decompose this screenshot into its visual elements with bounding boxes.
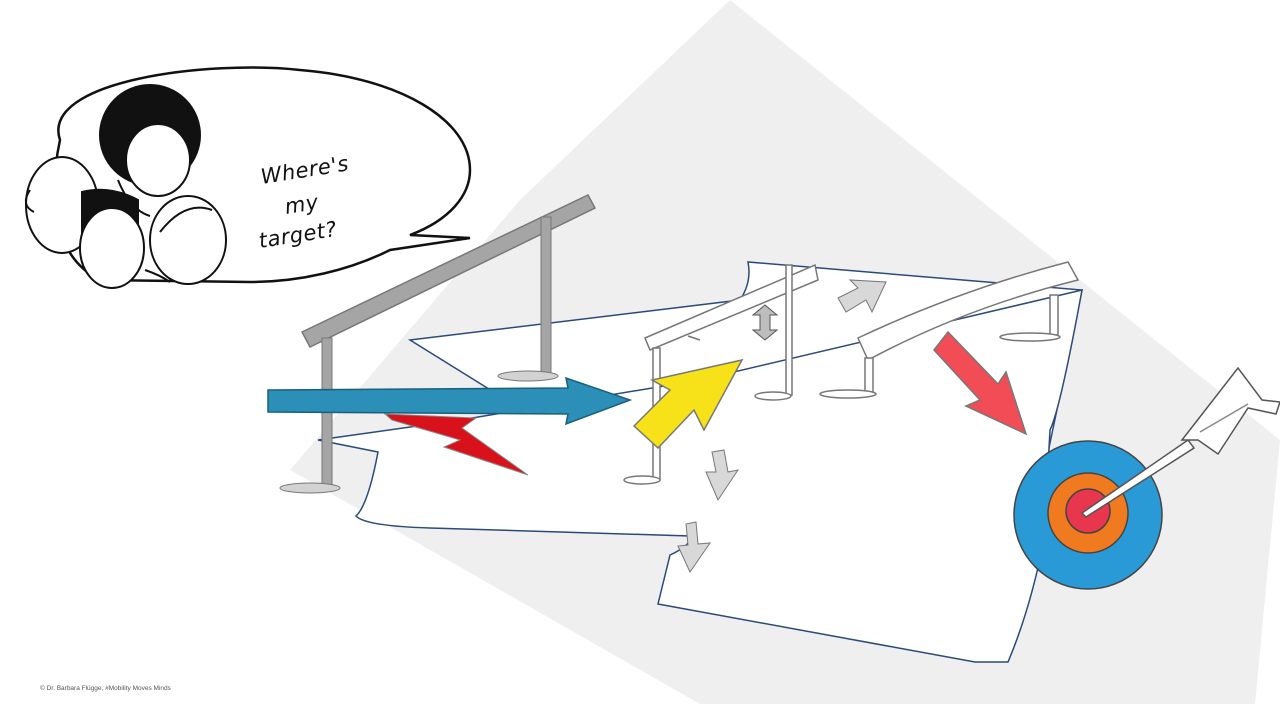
- blue-arrow-icon: [267, 376, 633, 426]
- paper-sheet-front: [317, 289, 1083, 663]
- copyright-footer: © Dr. Barbara Flügge, #Mobility Moves Mi…: [40, 685, 171, 692]
- height-adjust-icon: [751, 304, 779, 341]
- lightning-icon: [383, 413, 529, 476]
- dart-icon: [1080, 366, 1280, 518]
- red-arrow-icon: [933, 330, 1028, 436]
- yellow-arrow-icon: [632, 358, 744, 450]
- speech-line-2: my: [283, 190, 320, 219]
- people-group-icon: [24, 84, 227, 289]
- grey-arrow-icon: [677, 279, 887, 574]
- hurdle-icon: [819, 261, 1080, 399]
